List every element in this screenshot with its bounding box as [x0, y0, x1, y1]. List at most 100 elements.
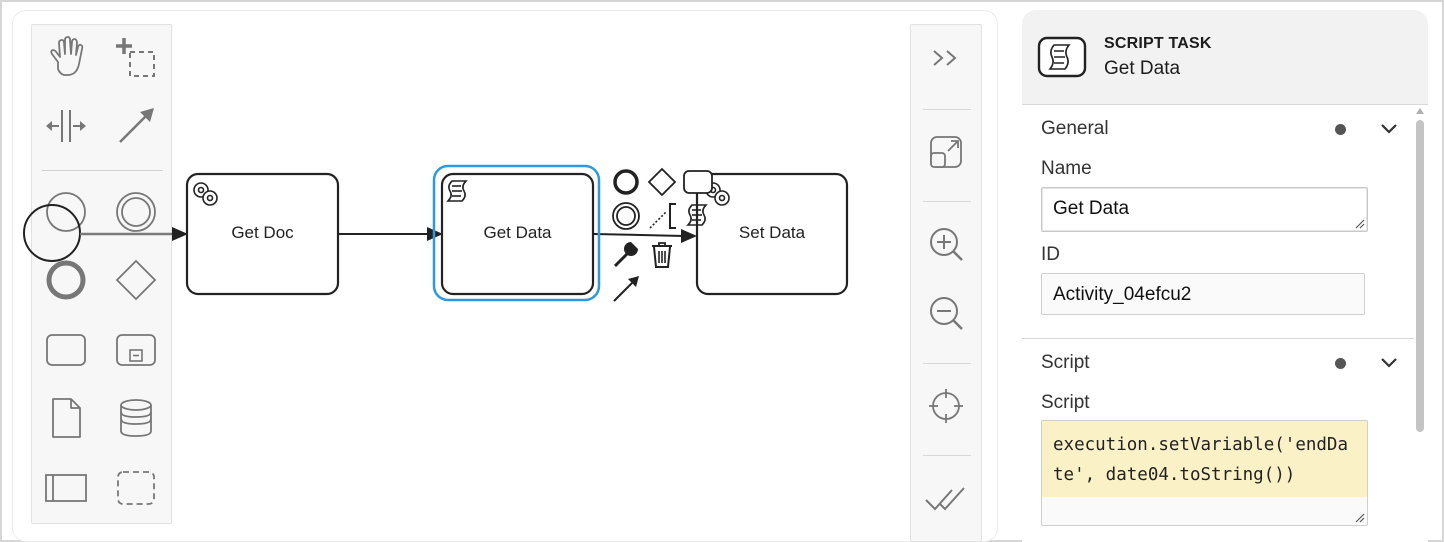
start-event[interactable] [23, 204, 81, 262]
space-tool-button[interactable] [42, 102, 90, 150]
lasso-tool-button[interactable] [112, 34, 160, 82]
chevron-down-icon[interactable] [1379, 353, 1399, 373]
double-chevron-icon [933, 50, 957, 66]
panel-scrollbar[interactable] [1415, 108, 1425, 542]
connect-button[interactable] [610, 272, 642, 304]
intermediate-event-tool[interactable] [112, 188, 160, 236]
script-icon [446, 180, 468, 202]
group-general-title[interactable]: General [1041, 118, 1109, 139]
selection-outline [432, 164, 601, 302]
script-label: Script [1041, 392, 1090, 413]
append-intermediate-event-button[interactable] [610, 200, 642, 232]
id-field[interactable]: Activity_04efcu2 [1041, 273, 1365, 315]
data-store-tool[interactable] [112, 394, 160, 442]
end-event-tool[interactable] [42, 256, 90, 304]
script-task-icon [1037, 36, 1087, 78]
crosshair-icon [929, 389, 963, 423]
wrench-button[interactable] [610, 238, 642, 270]
sequence-flow[interactable] [593, 233, 685, 237]
task-label: Get Data [483, 223, 552, 242]
resize-handle-icon[interactable] [1353, 511, 1365, 523]
subprocess-icon [116, 334, 156, 366]
collapse-button[interactable] [920, 24, 972, 94]
task-tool[interactable] [42, 326, 90, 374]
group-separator [1022, 338, 1414, 339]
diamond-icon [115, 259, 157, 301]
name-label: Name [1041, 158, 1092, 179]
zoom-in-icon [930, 228, 963, 261]
flow-arrowhead [681, 229, 697, 243]
view-toolbar [910, 24, 982, 542]
group-tool[interactable] [112, 464, 160, 512]
zoom-in-button[interactable] [920, 209, 972, 279]
task-get-data[interactable] [440, 172, 595, 296]
double-check-icon [925, 487, 965, 511]
resize-handle-icon[interactable] [1353, 217, 1365, 229]
zoom-out-button[interactable] [920, 278, 972, 348]
group-script-title[interactable]: Script [1041, 352, 1090, 373]
name-field[interactable]: Get Data [1041, 187, 1368, 232]
append-task-button[interactable] [682, 166, 714, 198]
toolbar-separator [923, 201, 971, 202]
toolbar-separator [923, 109, 971, 110]
fit-viewport-button[interactable] [920, 117, 972, 187]
arrow-icon [119, 108, 154, 143]
dashed-rect-icon [117, 471, 155, 505]
fit-icon [930, 136, 962, 168]
id-field-value: Activity_04efcu2 [1053, 284, 1192, 305]
data-object-tool[interactable] [42, 394, 90, 442]
center-button[interactable] [920, 371, 972, 441]
palette-separator [42, 170, 163, 171]
annotation-icon [649, 203, 676, 229]
script-field[interactable]: execution.setVariable('endDate', date04.… [1041, 420, 1368, 526]
properties-panel: SCRIPT TASK Get Data General Name Get Da… [1022, 10, 1428, 542]
gateway-tool[interactable] [112, 256, 160, 304]
zoom-out-icon [930, 297, 963, 330]
script-field-value: execution.setVariable('endDate', date04.… [1042, 421, 1367, 497]
circle-icon [46, 192, 86, 232]
group-dirty-indicator [1335, 124, 1346, 135]
bpmn-diagram [23, 164, 849, 302]
chevron-down-icon[interactable] [1379, 119, 1399, 139]
hand-tool-button[interactable] [42, 34, 90, 82]
connect-tool-button[interactable] [112, 102, 160, 150]
document-icon [52, 398, 81, 438]
name-field-value: Get Data [1053, 198, 1130, 219]
diamond-icon [647, 167, 677, 197]
subprocess-tool[interactable] [112, 326, 160, 374]
group-dirty-indicator [1335, 358, 1346, 369]
append-gateway-button[interactable] [646, 166, 678, 198]
delete-button[interactable] [646, 238, 678, 270]
text-annotation-button[interactable] [646, 200, 678, 232]
pool-icon [45, 474, 87, 502]
wrench-icon [613, 242, 638, 268]
id-label: ID [1041, 244, 1060, 265]
script-icon [686, 204, 708, 226]
bold-circle-icon [46, 260, 86, 300]
toolbar-separator [923, 455, 971, 456]
rounded-rect-icon [46, 334, 86, 366]
rounded-rect-icon [683, 170, 713, 194]
space-icon [46, 110, 86, 142]
task-label: Get Doc [231, 223, 294, 242]
task-set-data[interactable] [695, 172, 849, 296]
gear-icon [705, 182, 730, 206]
panel-header: SCRIPT TASK Get Data [1022, 10, 1428, 105]
start-event-tool[interactable] [42, 188, 90, 236]
database-icon [120, 399, 152, 437]
pool-tool[interactable] [42, 464, 90, 512]
scrollbar-thumb[interactable] [1416, 120, 1424, 432]
validate-button[interactable] [920, 464, 972, 534]
scroll-up-icon[interactable] [1416, 108, 1424, 114]
element-type: SCRIPT TASK [1104, 35, 1212, 52]
gear-icon [193, 182, 218, 206]
trash-icon [652, 242, 672, 268]
element-name: Get Data [1104, 58, 1181, 79]
change-type-button[interactable] [682, 200, 714, 232]
arrow-icon [613, 276, 639, 302]
double-circle-icon [612, 202, 640, 230]
double-circle-icon [116, 192, 156, 232]
toolbar-separator [923, 363, 971, 364]
task-get-doc[interactable] [185, 172, 340, 296]
append-end-event-button[interactable] [610, 166, 642, 198]
